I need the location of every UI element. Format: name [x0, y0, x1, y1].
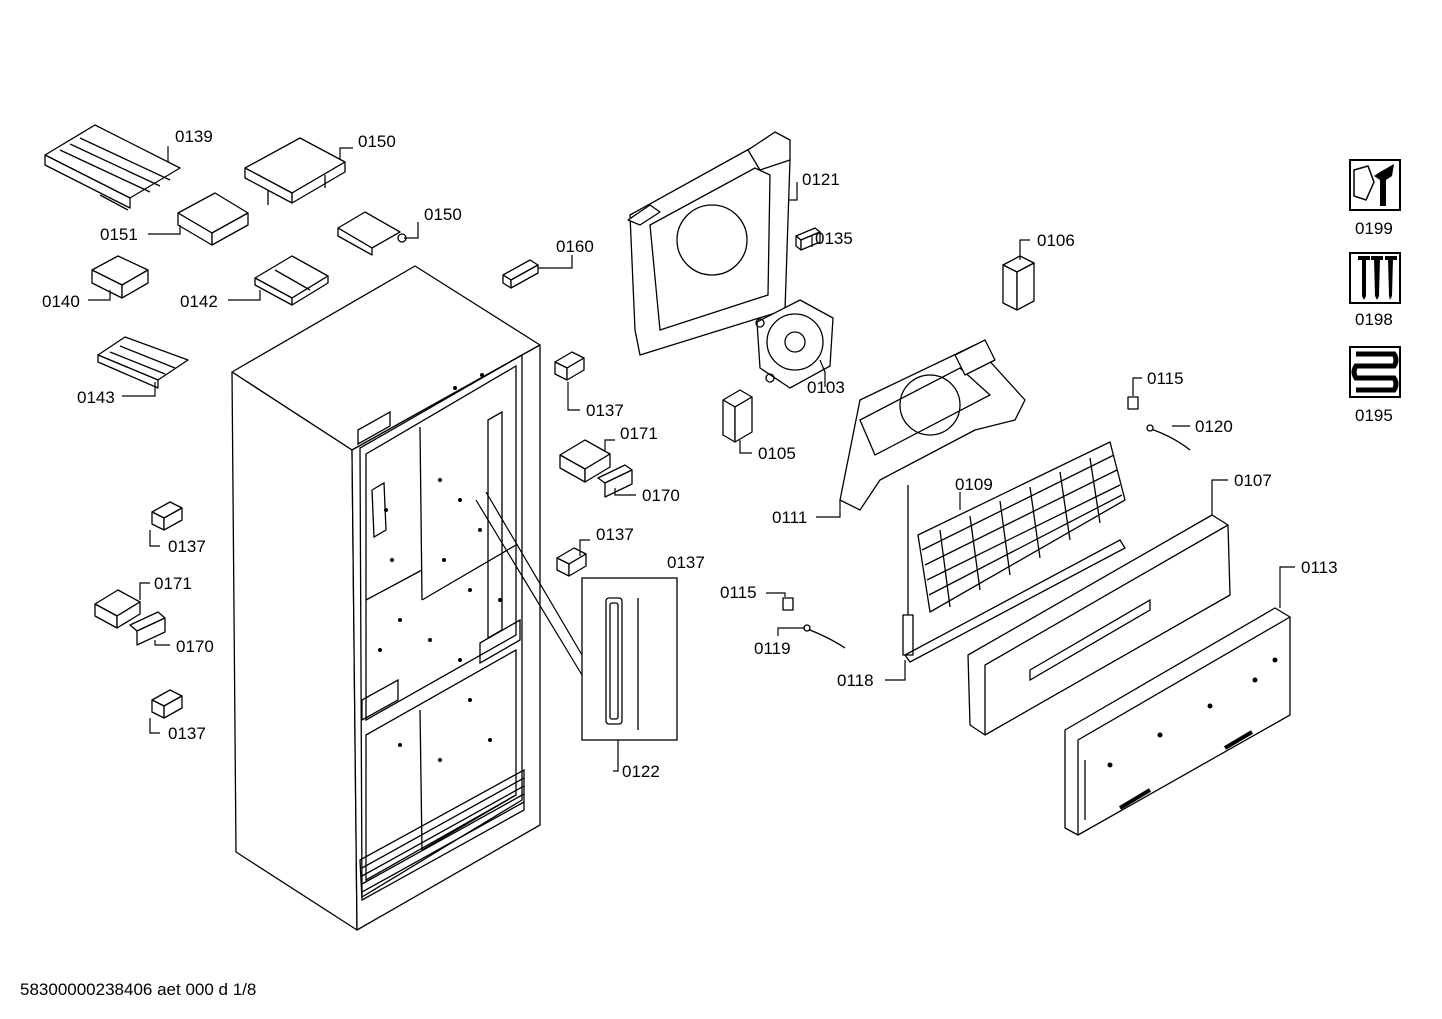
part-0137-hinge-mid-upper: [554, 351, 585, 381]
label-0171-mid: 0171: [620, 424, 658, 443]
part-0115-sensor-lower: [782, 597, 794, 611]
part-0137-hinge-left-lower: [151, 689, 183, 719]
document-id: 58300000238406 aet 000 d 1/8: [20, 980, 257, 999]
part-0160-sensor: [502, 259, 539, 289]
label-0150-module: 0150: [424, 205, 462, 224]
label-0106: 0106: [1037, 231, 1075, 250]
part-0121-air-duct: [627, 131, 791, 356]
part-0139-cover-tray: [44, 124, 181, 211]
screws-icon: 0198: [1349, 252, 1401, 329]
label-0151: 0151: [100, 225, 138, 244]
part-0135-clip: [795, 227, 821, 251]
label-0137-left-lower: 0137: [168, 724, 206, 743]
label-0160: 0160: [556, 237, 594, 256]
icon-label-0195: 0195: [1355, 406, 1393, 425]
label-0170-left: 0170: [176, 637, 214, 656]
label-0105: 0105: [758, 444, 796, 463]
part-0170-cover-left: [129, 611, 166, 646]
label-0171-left: 0171: [154, 574, 192, 593]
label-0115-upper: 0115: [1147, 369, 1184, 388]
part-0171-bracket-left: [94, 589, 141, 629]
label-0170-mid: 0170: [642, 486, 680, 505]
label-0118: 0118: [837, 671, 874, 690]
part-0105-damper: [722, 389, 753, 443]
label-0139: 0139: [175, 127, 213, 146]
part-0140-switch: [91, 255, 149, 299]
part-0170-cover-mid: [597, 464, 633, 498]
part-0103-fan: [755, 299, 834, 389]
label-0103: 0103: [807, 378, 845, 397]
label-0113: 0113: [1301, 558, 1338, 577]
label-0122: 0122: [622, 762, 660, 781]
part-0150-control-module: [337, 211, 407, 256]
label-0137-left-upper: 0137: [168, 537, 206, 556]
part-0137-hinge-mid-lower: [556, 547, 587, 577]
label-0137-mid-upper: 0137: [586, 401, 624, 420]
part-0118-defrost-heater: [902, 485, 1126, 663]
label-0115-lower: 0115: [720, 583, 757, 602]
label-0121: 0121: [802, 170, 840, 189]
label-0137-seal: 0137: [667, 553, 705, 572]
bottom-grille: [359, 768, 525, 902]
label-0135: 0135: [815, 229, 853, 248]
part-0109-evaporator: [917, 441, 1126, 613]
part-0111-evaporator-cover: [839, 339, 1026, 511]
part-0120-sensor-cable: [1146, 424, 1191, 451]
part-0151-cover-plate: [177, 192, 249, 246]
leader-lines: [88, 146, 1295, 772]
service-tool-icon: 0199: [1349, 159, 1401, 238]
part-0137-hinge-left-upper: [151, 501, 183, 531]
part-0106-module: [1002, 255, 1035, 311]
part-0143-circuit-board: [97, 336, 189, 389]
part-0115-sensor-upper: [1127, 396, 1139, 410]
label-0109: 0109: [955, 475, 993, 494]
label-0142: 0142: [180, 292, 218, 311]
part-0171-bracket-mid: [559, 439, 611, 483]
part-labels: 0139 0150 0151 0150 0140 0142 0143 0160 …: [42, 127, 1338, 781]
label-0107: 0107: [1234, 471, 1272, 490]
part-0119-sensor-cable: [803, 624, 846, 649]
cabinet-body: [231, 265, 541, 931]
label-0119: 0119: [754, 639, 791, 658]
label-0140: 0140: [42, 292, 80, 311]
label-0150-top: 0150: [358, 132, 396, 151]
part-0122-door-seal-box: [475, 491, 678, 741]
label-0111: 0111: [772, 508, 807, 527]
label-0137-mid-lower: 0137: [596, 525, 634, 544]
icon-label-0198: 0198: [1355, 310, 1393, 329]
heater-coil-icon: 0195: [1349, 346, 1401, 425]
label-0120: 0120: [1195, 417, 1233, 436]
label-0143: 0143: [77, 388, 115, 407]
icon-label-0199: 0199: [1355, 219, 1393, 238]
part-0150-cover-plate: [244, 137, 346, 205]
part-0113-rear-panel: [1064, 607, 1291, 836]
part-0142-housing: [254, 255, 329, 306]
